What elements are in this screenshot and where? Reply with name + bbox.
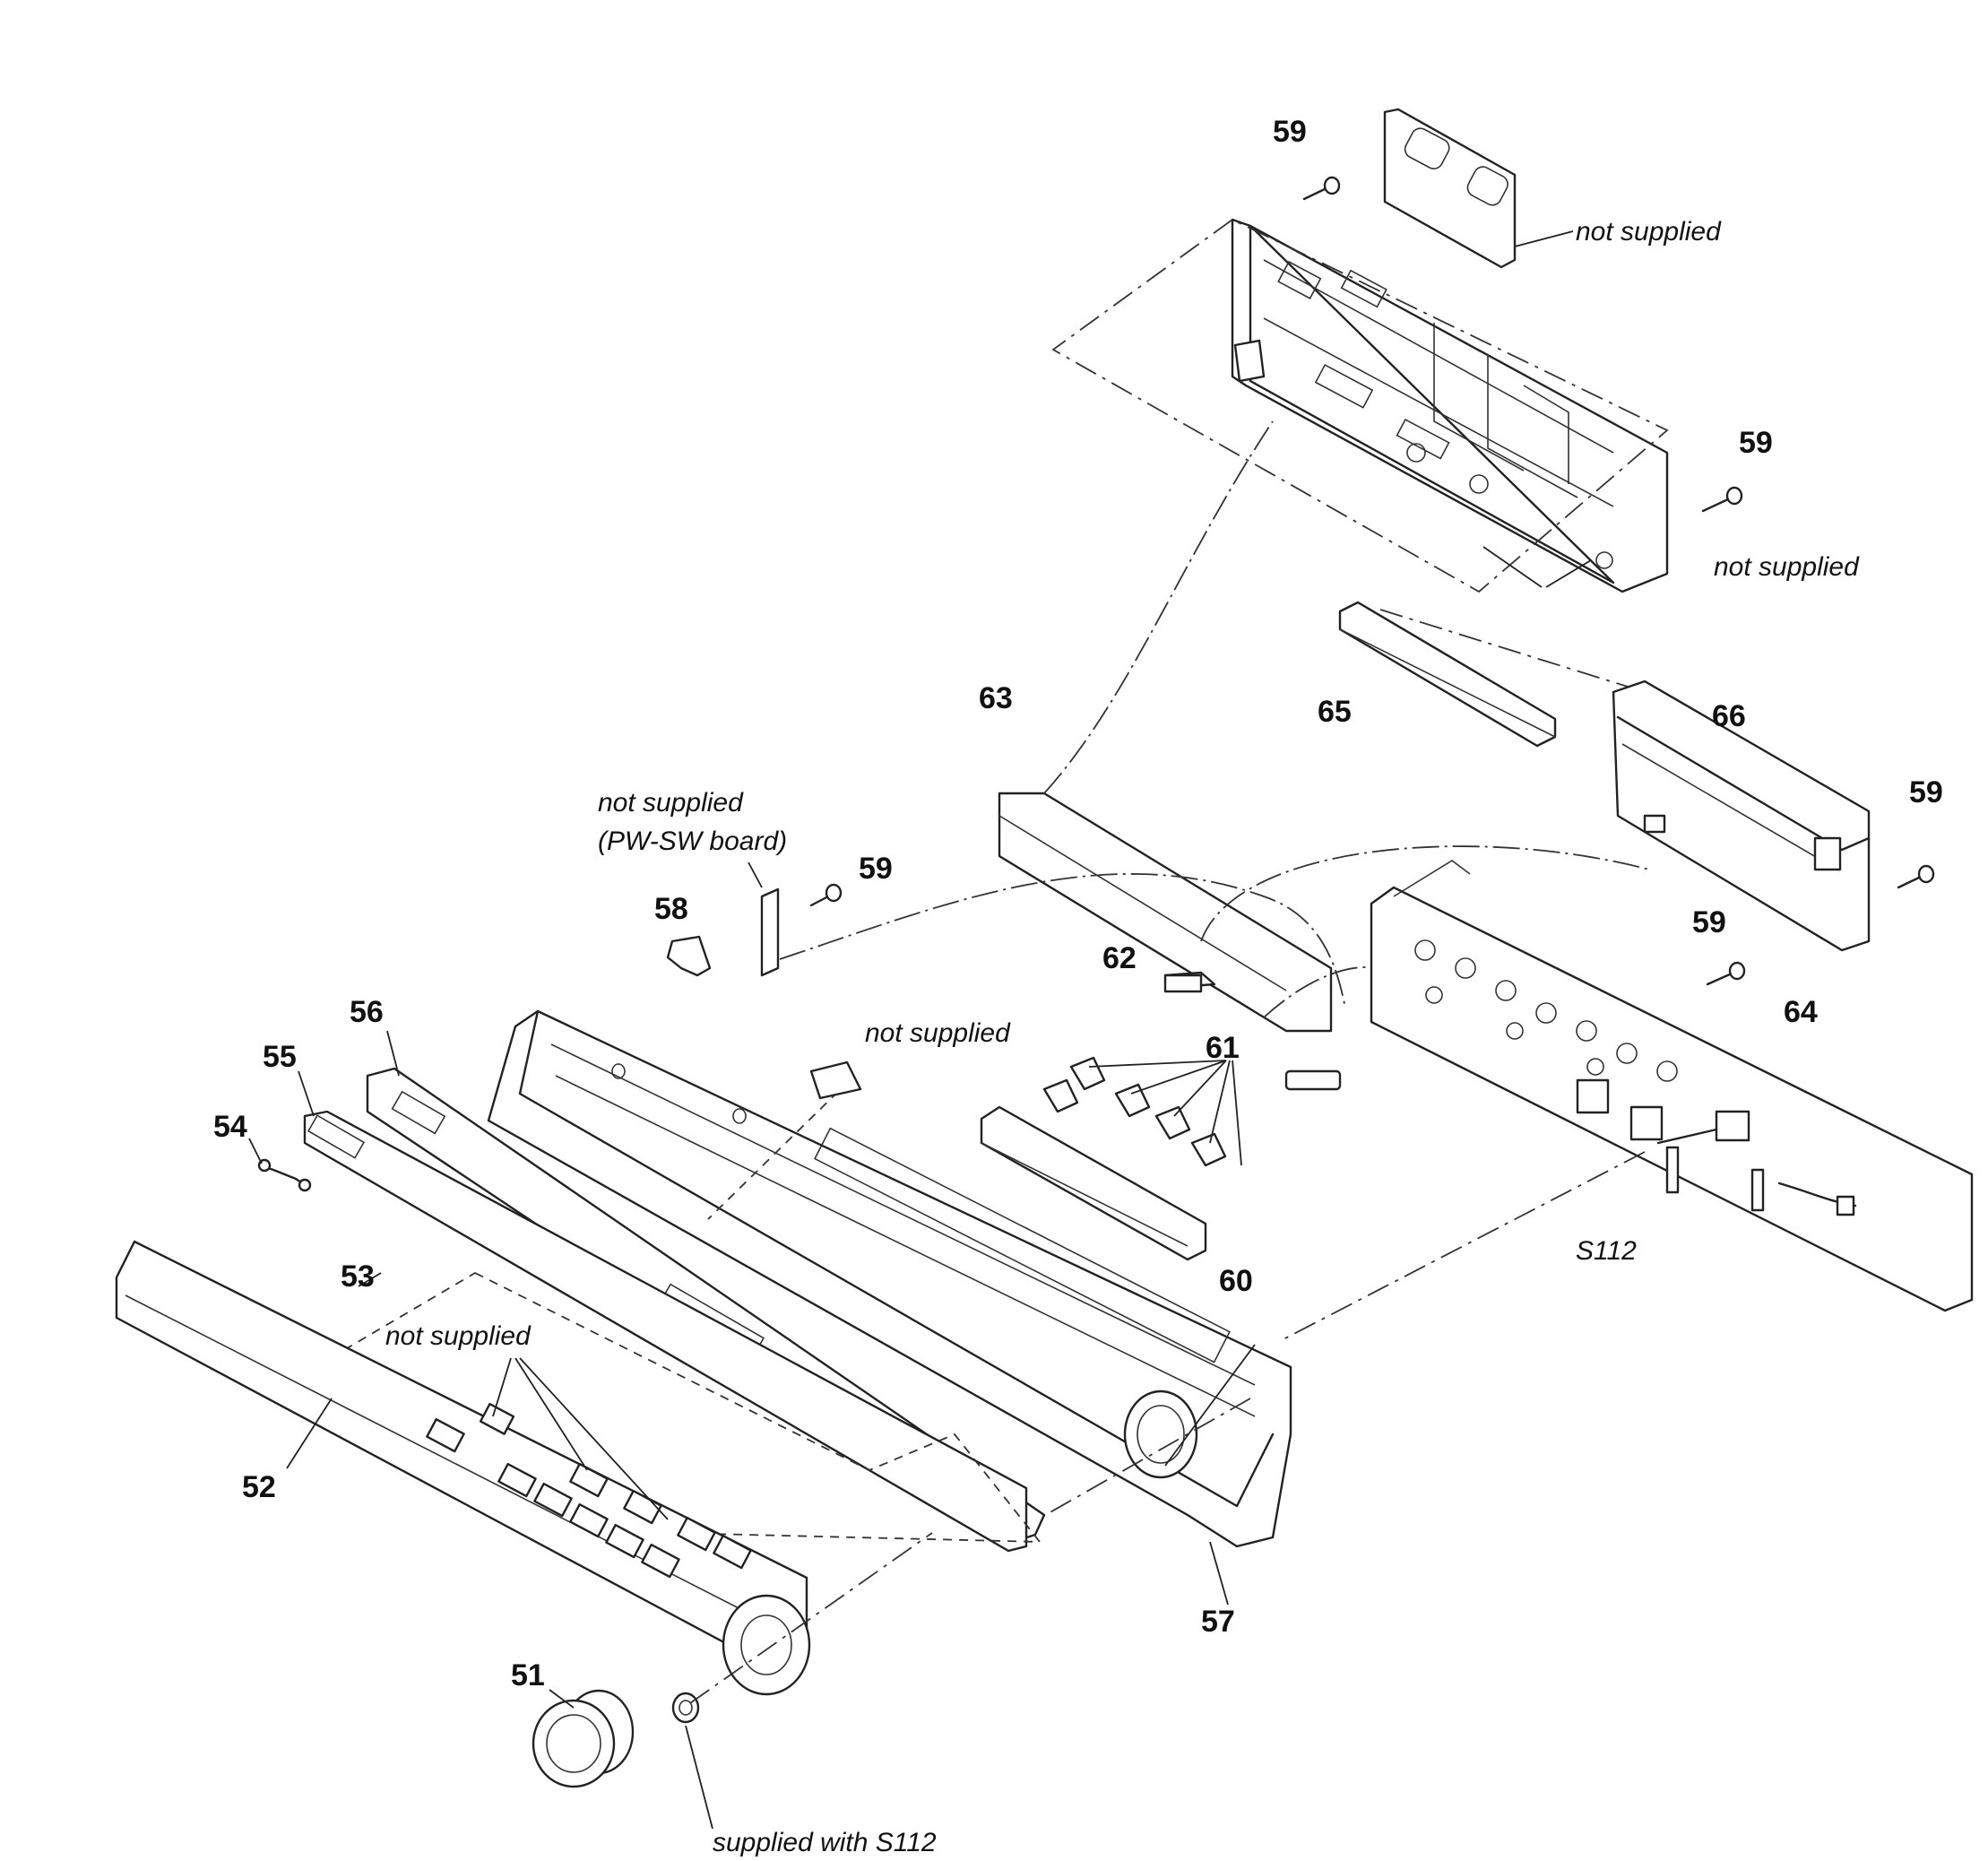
part-60-label: 60 [1219, 1264, 1253, 1298]
pcb-64 [1370, 860, 1974, 1312]
note-not-supplied-rear-plate: not supplied [1576, 217, 1722, 247]
part-59-label-top: 59 [1273, 115, 1307, 149]
part-66-label: 66 [1712, 699, 1746, 733]
part-63-label: 63 [979, 681, 1013, 715]
note-not-supplied-chassis: not supplied [1714, 552, 1860, 582]
front-frame-57 [487, 1009, 1292, 1548]
buttons-61 [1042, 1056, 1227, 1167]
note-not-supplied-buttons: not supplied [385, 1321, 532, 1351]
part-52-label: 52 [242, 1470, 276, 1504]
part-65-label: 65 [1318, 695, 1352, 729]
note-supplied-with-s112: supplied with S112 [713, 1828, 937, 1857]
note-s112: S112 [1576, 1236, 1637, 1266]
front-panel-52 [115, 1240, 811, 1696]
screw-59-pwsw [809, 883, 843, 907]
pw-sw-board [748, 861, 780, 977]
part-51-label: 51 [511, 1658, 545, 1692]
part-58-label: 58 [654, 892, 688, 926]
washer [671, 1692, 700, 1724]
rail-65 [1338, 601, 1557, 748]
part-59-label-right-upper: 59 [1739, 426, 1773, 460]
bracket-58 [666, 935, 712, 977]
chassis-bracket [1231, 218, 1669, 593]
button-holder-60 [980, 1105, 1207, 1261]
knob-51 [532, 1689, 635, 1788]
part-55-label: 55 [263, 1040, 297, 1074]
part-56-label: 56 [350, 995, 384, 1029]
part-54-label: 54 [213, 1110, 247, 1144]
screw-59-right-lower [1897, 864, 1935, 889]
part-61-label: 61 [1206, 1031, 1240, 1065]
connector-62 [1163, 971, 1216, 993]
part-59-label-board: 59 [1692, 905, 1726, 939]
part-57-label: 57 [1201, 1605, 1235, 1639]
flat-cable-63 [998, 792, 1333, 1033]
screw-59-board [1706, 961, 1746, 986]
s112-switch [1656, 1128, 1765, 1212]
note-pw-sw-board: (PW-SW board) [598, 827, 787, 856]
part-59-label-right-lower: 59 [1909, 775, 1943, 809]
screw-59-right-upper [1701, 486, 1743, 513]
part-62-label: 62 [1102, 941, 1137, 975]
part-59-label-pwsw: 59 [859, 852, 893, 886]
escutcheon-55 [303, 1110, 1028, 1553]
label-patch [809, 1060, 862, 1100]
rear-plate [1383, 108, 1574, 269]
part-53-label: 53 [341, 1259, 375, 1294]
display-unit-66 [1612, 679, 1871, 952]
note-not-supplied-label: not supplied [865, 1018, 1011, 1048]
part-64-label: 64 [1784, 995, 1818, 1029]
lever-54 [257, 1158, 312, 1192]
note-not-supplied-pwsw: not supplied [598, 788, 744, 818]
screw-59-top [1302, 176, 1341, 201]
connector-62b [1284, 1069, 1342, 1091]
wire-harness [1777, 1182, 1857, 1216]
